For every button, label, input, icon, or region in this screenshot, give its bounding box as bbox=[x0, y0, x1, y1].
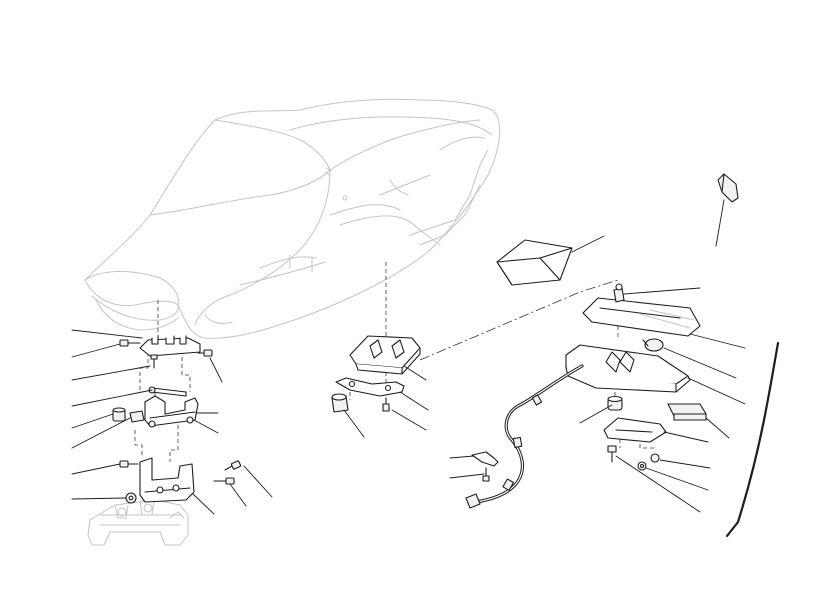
group-brace bbox=[725, 341, 780, 538]
bulb bbox=[642, 338, 664, 352]
cable-clip bbox=[471, 451, 499, 482]
seat-lock-plate bbox=[349, 335, 421, 375]
screw-housing bbox=[607, 445, 617, 463]
clip-1 bbox=[129, 410, 145, 423]
washer-right-2 bbox=[637, 461, 647, 471]
bolt-left-1 bbox=[119, 339, 141, 347]
leader-lines bbox=[71, 199, 746, 515]
bushing-1 bbox=[112, 407, 126, 422]
bolt-right-2 bbox=[224, 460, 242, 471]
upper-seat-bracket bbox=[139, 335, 201, 357]
lock-bracket bbox=[335, 377, 405, 397]
foam-pad bbox=[496, 239, 573, 286]
licence-light bbox=[667, 403, 707, 421]
hinge-bracket bbox=[144, 395, 199, 428]
grommet bbox=[607, 395, 623, 411]
tail-light-housing bbox=[565, 344, 691, 393]
washer-right-1 bbox=[650, 453, 660, 463]
bolt-left-2 bbox=[119, 460, 139, 468]
seat-ghost-outline bbox=[84, 98, 501, 339]
small-connector bbox=[717, 173, 739, 203]
bolt-right-1 bbox=[197, 349, 213, 357]
washer-left bbox=[125, 492, 137, 504]
seat-base-ghost-outline bbox=[87, 499, 189, 546]
tail-light-lens bbox=[582, 297, 701, 337]
lock-barrel bbox=[331, 393, 349, 413]
rod-bar bbox=[148, 386, 187, 397]
screw-small-1 bbox=[150, 354, 158, 369]
bulb-socket-top bbox=[613, 283, 625, 303]
lower-seat-bracket bbox=[139, 457, 195, 503]
screw-centre bbox=[382, 397, 390, 412]
bolt-right-3 bbox=[213, 477, 235, 485]
licence-light-bracket bbox=[603, 417, 667, 443]
wiring-harness bbox=[465, 364, 584, 509]
